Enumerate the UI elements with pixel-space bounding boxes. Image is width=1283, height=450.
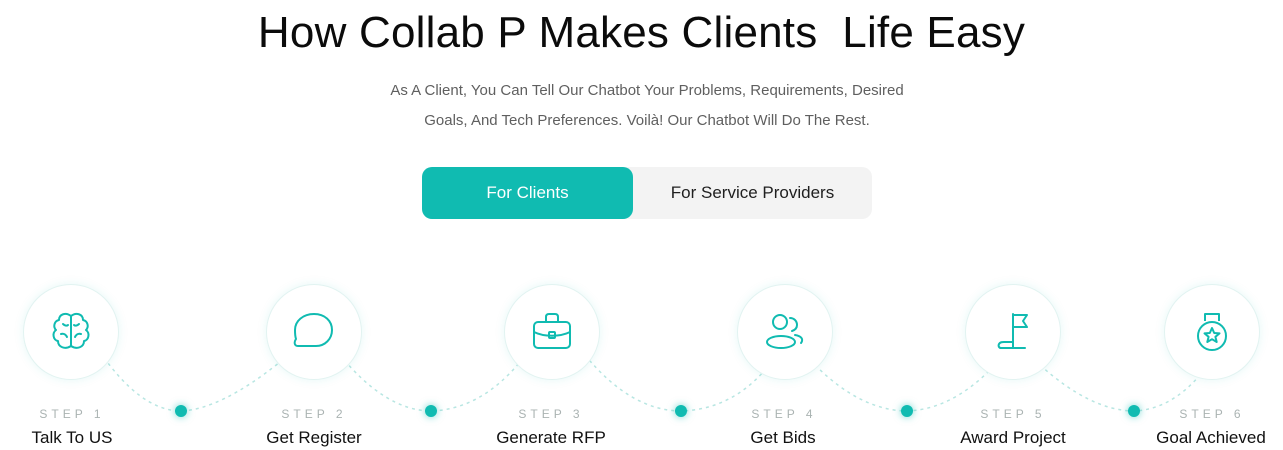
chat-bubble-icon [293,313,333,347]
step-3-icon-circle [504,284,600,380]
audience-toggle: For Clients For Service Providers [422,167,872,219]
step-5-label: STEP 5 [980,407,1046,421]
step-4-label: STEP 4 [751,407,817,421]
step-connector-dot-2 [425,405,437,417]
step-connector-dot-5 [1128,405,1140,417]
step-3-title: Generate RFP [496,428,606,447]
flag-icon [997,313,1028,349]
page-subtitle: As A Client, You Can Tell Our Chatbot Yo… [341,76,953,136]
step-5-icon-circle [965,284,1061,380]
users-icon [766,314,804,349]
subtitle-line-1: As A Client, You Can Tell Our Chatbot Yo… [390,82,904,99]
tab-for-clients[interactable]: For Clients [422,167,633,219]
step-4-title: Get Bids [750,428,816,447]
step-connector-dot-1 [175,405,187,417]
step-connector-dot-3 [675,405,687,417]
step-2-label: STEP 2 [281,407,347,421]
step-1-icon-circle [23,284,119,380]
step-1-title: Talk To US [31,428,113,447]
step-4-icon-circle [737,284,833,380]
subtitle-line-2: Goals, And Tech Preferences. Voilà! Our … [424,112,870,129]
step-2-title: Get Register [266,428,362,447]
step-6-title: Goal Achieved [1156,428,1266,447]
step-3-label: STEP 3 [518,407,584,421]
step-2-icon-circle [266,284,362,380]
page-title: How Collab P Makes Clients Life Easy [257,8,1026,57]
tab-for-service-providers[interactable]: For Service Providers [670,183,835,202]
brain-icon [52,312,90,349]
step-connector-dot-4 [901,405,913,417]
step-6-icon-circle [1164,284,1260,380]
step-5-title: Award Project [960,428,1066,447]
medal-icon [1197,313,1227,351]
step-6-label: STEP 6 [1179,407,1245,421]
step-1-label: STEP 1 [39,407,105,421]
briefcase-icon [533,313,571,349]
